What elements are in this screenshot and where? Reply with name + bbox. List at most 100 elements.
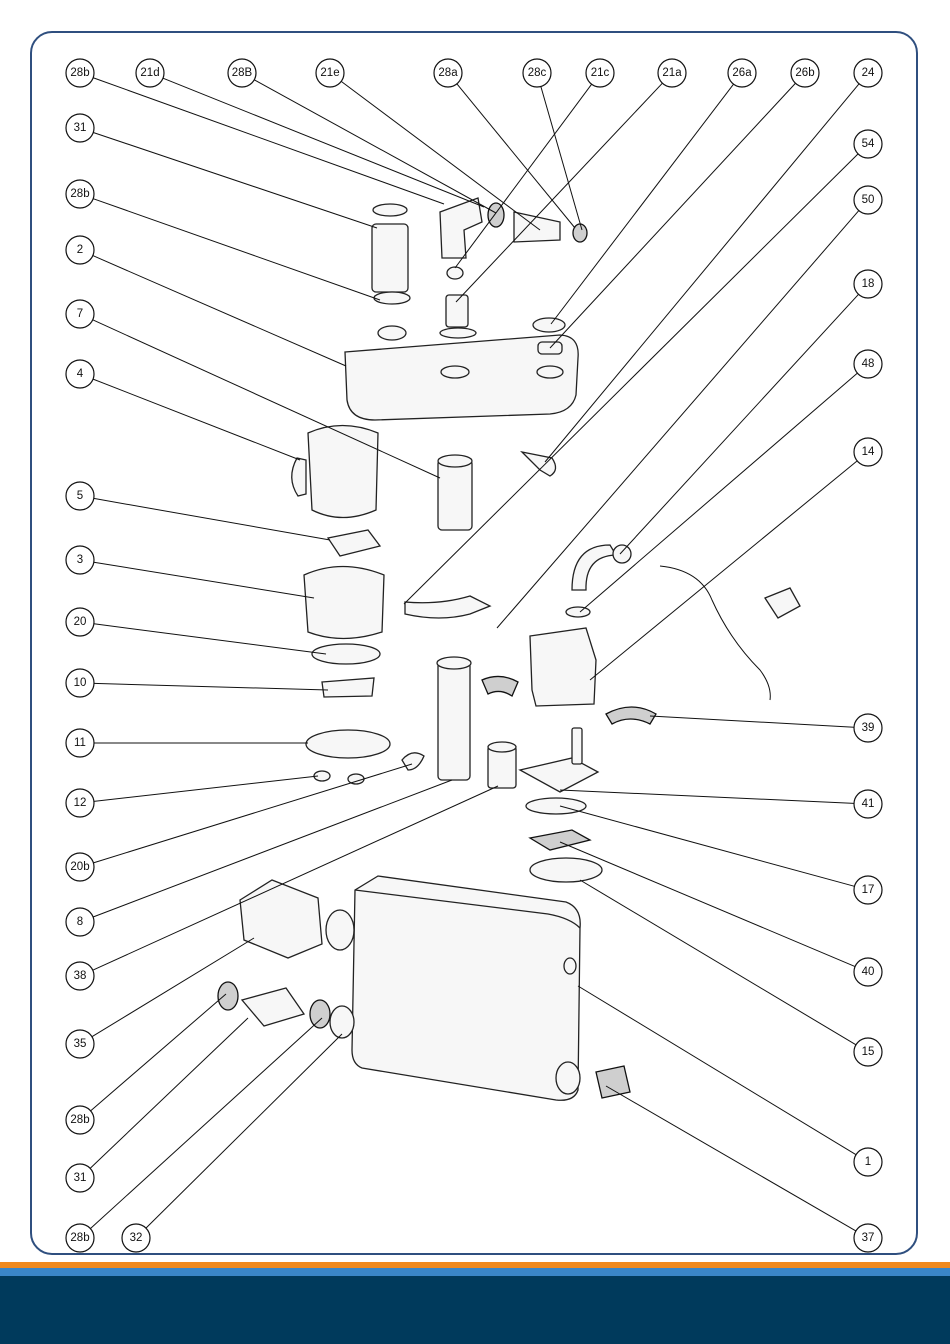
callout-label: 50 xyxy=(862,194,875,206)
callout-1: 21d xyxy=(136,59,164,87)
callout-label: 21d xyxy=(140,67,159,79)
callout-label: 15 xyxy=(862,1046,875,1058)
callout-29: 20b xyxy=(66,853,94,881)
leader-line-10 xyxy=(545,84,859,462)
callout-39: 28b xyxy=(66,1224,94,1252)
leader-line-27 xyxy=(560,790,854,803)
callout-26: 11 xyxy=(66,729,94,757)
leader-line-16 xyxy=(620,294,859,554)
callout-10: 24 xyxy=(854,59,882,87)
callout-label: 28b xyxy=(70,1114,89,1126)
leader-line-2 xyxy=(254,80,496,213)
callout-30: 17 xyxy=(854,876,882,904)
leader-line-19 xyxy=(93,379,300,460)
part-sleeve-31 xyxy=(372,224,408,292)
callout-17: 7 xyxy=(66,300,94,328)
part-grid-40 xyxy=(530,830,590,850)
leader-line-8 xyxy=(551,84,734,324)
callout-14: 50 xyxy=(854,186,882,214)
leader-line-13 xyxy=(93,199,380,300)
callout-7: 21a xyxy=(658,59,686,87)
callout-20: 14 xyxy=(854,438,882,466)
callout-33: 38 xyxy=(66,962,94,990)
callout-15: 2 xyxy=(66,236,94,264)
leader-line-7 xyxy=(456,83,662,302)
callout-label: 12 xyxy=(74,797,87,809)
leader-line-36 xyxy=(91,994,226,1111)
callout-27: 41 xyxy=(854,790,882,818)
callout-36: 28b xyxy=(66,1106,94,1134)
part-motor-3 xyxy=(304,567,384,639)
callout-31: 8 xyxy=(66,908,94,936)
part-ring-11 xyxy=(306,730,390,758)
callout-label: 35 xyxy=(74,1038,87,1050)
callout-label: 39 xyxy=(862,722,875,734)
callout-16: 18 xyxy=(854,270,882,298)
parts-layer xyxy=(218,198,800,1100)
callout-label: 48 xyxy=(862,358,875,370)
leader-line-30 xyxy=(560,806,854,886)
callout-label: 17 xyxy=(862,884,875,896)
callout-40: 32 xyxy=(122,1224,150,1252)
part-cable xyxy=(660,566,770,700)
part-hose-31 xyxy=(242,988,304,1026)
callout-19: 4 xyxy=(66,360,94,388)
part-basket-4 xyxy=(308,426,378,518)
callout-label: 21e xyxy=(320,67,339,79)
leader-line-38 xyxy=(90,1018,248,1168)
leader-line-3 xyxy=(341,81,540,230)
leader-line-25 xyxy=(650,716,854,727)
part-switch-41 xyxy=(520,758,598,792)
part-cap-32 xyxy=(330,1006,354,1038)
callout-label: 54 xyxy=(862,138,875,150)
callout-label: 41 xyxy=(862,798,875,810)
callout-label: 40 xyxy=(862,966,875,978)
callout-label: 37 xyxy=(862,1232,875,1244)
callout-22: 3 xyxy=(66,546,94,574)
callout-label: 26a xyxy=(732,67,752,79)
callout-11: 31 xyxy=(66,114,94,142)
callout-5: 28c xyxy=(523,59,551,87)
callout-6: 21c xyxy=(586,59,614,87)
callout-label: 28c xyxy=(528,67,547,79)
callout-9: 26b xyxy=(791,59,819,87)
callout-0: 28b xyxy=(66,59,94,87)
callout-label: 28a xyxy=(438,67,458,79)
part-tank-1 xyxy=(352,876,580,1100)
leader-line-15 xyxy=(93,256,346,366)
part-clamp-39 xyxy=(606,707,656,724)
callout-label: 21a xyxy=(662,67,682,79)
callout-label: 1 xyxy=(865,1156,871,1168)
part-hose xyxy=(405,596,490,618)
leader-line-39 xyxy=(90,1018,322,1229)
callout-label: 31 xyxy=(74,1172,87,1184)
callout-label: 31 xyxy=(74,122,87,134)
leader-line-1 xyxy=(163,78,484,207)
leader-line-22 xyxy=(94,562,314,598)
callout-label: 10 xyxy=(74,677,87,689)
callout-23: 20 xyxy=(66,608,94,636)
leader-line-41 xyxy=(606,1086,856,1231)
part-fitting-37 xyxy=(596,1066,630,1098)
callout-34: 15 xyxy=(854,1038,882,1066)
part-tube-8 xyxy=(438,662,470,780)
leader-line-23 xyxy=(94,624,326,654)
leader-line-24 xyxy=(94,683,328,690)
callout-label: 3 xyxy=(77,554,83,566)
callout-label: 28b xyxy=(70,1232,89,1244)
callout-25: 39 xyxy=(854,714,882,742)
callout-2: 28B xyxy=(228,59,256,87)
leader-line-0 xyxy=(93,78,444,204)
callout-41: 37 xyxy=(854,1224,882,1252)
callout-3: 21e xyxy=(316,59,344,87)
callout-13: 28b xyxy=(66,180,94,208)
part-clamp-left xyxy=(482,676,518,696)
callout-12: 54 xyxy=(854,130,882,158)
callout-label: 32 xyxy=(130,1232,143,1244)
callout-label: 28b xyxy=(70,67,89,79)
part-cap-26a xyxy=(533,318,565,332)
footer-band xyxy=(0,1276,950,1344)
part-elbow-21d xyxy=(440,198,482,258)
part-ring-15 xyxy=(530,858,602,882)
part-pipe-7 xyxy=(438,460,472,530)
